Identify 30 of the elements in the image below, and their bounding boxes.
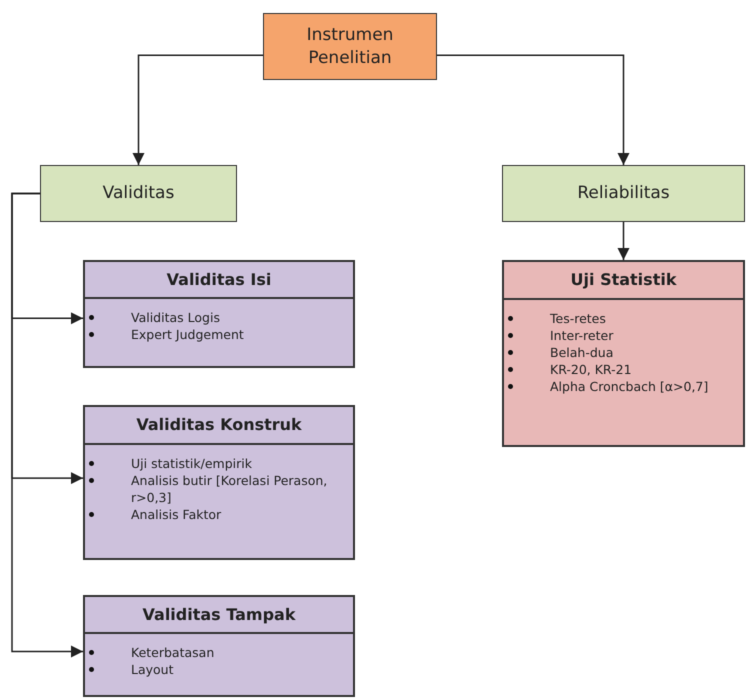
bullet-item: Expert Judgement	[131, 326, 244, 343]
bullet-item: Uji statistik/empirik	[131, 455, 252, 472]
list-box	[83, 260, 355, 368]
arrow	[618, 222, 630, 260]
bullet-item: Analisis butir [Korelasi Perason, r>0,3]	[131, 472, 328, 506]
box-title: Reliabilitas	[576, 182, 671, 205]
arrow	[437, 54, 630, 165]
bullet-item: Inter-reter	[550, 327, 614, 344]
box-heading: Validitas Konstruk	[136, 414, 302, 436]
arrow	[11, 192, 83, 658]
list-box	[502, 260, 745, 447]
list-box	[83, 595, 355, 697]
list-box	[83, 405, 355, 560]
bullet-item: Layout	[131, 661, 174, 678]
category-box	[40, 165, 237, 222]
category-box	[502, 165, 745, 222]
bullet-item: KR-20, KR-21	[550, 361, 632, 378]
category-box	[263, 13, 437, 80]
bullet-item: Validitas Logis	[131, 309, 220, 326]
bullet-item: Tes-retes	[550, 310, 606, 327]
box-title: Validitas	[102, 182, 176, 205]
arrow	[132, 54, 263, 165]
box-heading: Validitas Tampak	[142, 604, 296, 626]
bullet-item: Belah-dua	[550, 344, 614, 361]
bullet-item: Analisis Faktor	[131, 506, 222, 523]
bullet-item: Alpha Croncbach [α>0,7]	[550, 378, 708, 395]
bullet-item: Keterbatasan	[131, 644, 214, 661]
box-title: Instrumen Penelitian	[306, 24, 394, 70]
box-heading: Validitas Isi	[166, 268, 272, 290]
box-heading: Uji Statistik	[570, 269, 676, 291]
